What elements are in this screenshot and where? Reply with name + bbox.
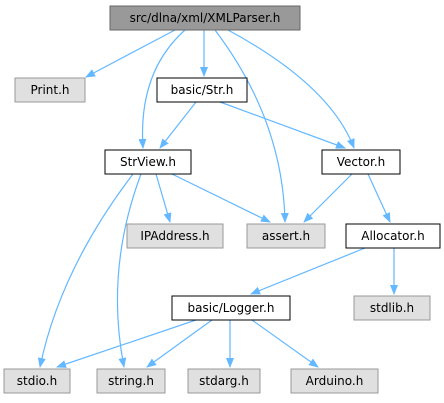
node-box-stdarg [187, 368, 261, 394]
node-label-print: Print.h [30, 83, 69, 97]
edge-logger-arduino [251, 319, 319, 368]
node-box-vector [321, 149, 401, 175]
node-box-allocator [345, 223, 441, 249]
node-label-ipaddress: IPAddress.h [140, 229, 209, 243]
node-box-print [14, 77, 86, 103]
node-print: Print.h [14, 77, 86, 103]
edge-vector-assert [303, 173, 353, 223]
edge-logger-string [146, 319, 213, 368]
edge-xmlparser-strview [138, 29, 186, 149]
node-arduino: Arduino.h [290, 368, 379, 394]
node-stdarg: stdarg.h [187, 368, 261, 394]
node-box-basicstr [156, 77, 248, 103]
node-label-basicstr: basic/Str.h [171, 83, 234, 97]
node-box-logger [171, 295, 291, 321]
node-logger[interactable]: basic/Logger.h [171, 295, 291, 321]
node-label-assert: assert.h [262, 229, 310, 243]
edge-logger-stdio [56, 319, 197, 368]
node-label-stdlib: stdlib.h [370, 301, 414, 315]
edge-xmlparser-vector [227, 29, 355, 149]
node-string: string.h [96, 368, 166, 394]
node-box-xmlparser [109, 5, 301, 31]
edge-strview-ipaddress [155, 173, 172, 223]
node-strview[interactable]: StrView.h [104, 149, 192, 175]
edge-strview-assert [171, 173, 271, 223]
node-label-allocator: Allocator.h [361, 229, 424, 243]
edge-xmlparser-print [85, 29, 176, 78]
node-label-vector: Vector.h [337, 155, 386, 169]
node-label-xmlparser: src/dlna/xml/XMLParser.h [130, 11, 281, 25]
node-label-string: string.h [108, 374, 154, 388]
node-box-ipaddress [126, 223, 224, 249]
node-ipaddress: IPAddress.h [126, 223, 224, 249]
node-box-string [96, 368, 166, 394]
node-xmlparser[interactable]: src/dlna/xml/XMLParser.h [109, 5, 301, 31]
edge-allocator-logger [250, 247, 366, 295]
node-box-stdio [3, 368, 71, 394]
edge-strview-string [116, 173, 142, 368]
node-label-strview: StrView.h [120, 155, 176, 169]
node-label-stdio: stdio.h [17, 374, 57, 388]
node-label-logger: basic/Logger.h [188, 301, 275, 315]
node-stdio: stdio.h [3, 368, 71, 394]
node-box-stdlib [353, 295, 431, 321]
edge-vector-allocator [367, 173, 391, 223]
edges-layer [37, 29, 398, 368]
node-box-assert [246, 223, 326, 249]
edge-strview-stdio [37, 173, 134, 368]
node-vector[interactable]: Vector.h [321, 149, 401, 175]
edge-basicstr-vector [219, 101, 346, 149]
node-allocator[interactable]: Allocator.h [345, 223, 441, 249]
edge-xmlparser-assert [214, 29, 289, 223]
node-stdlib: stdlib.h [353, 295, 431, 321]
node-label-arduino: Arduino.h [306, 374, 364, 388]
node-assert: assert.h [246, 223, 326, 249]
node-box-arduino [290, 368, 379, 394]
node-box-strview [104, 149, 192, 175]
node-label-stdarg: stdarg.h [199, 374, 249, 388]
edge-basicstr-strview [159, 101, 197, 149]
node-basicstr[interactable]: basic/Str.h [156, 77, 248, 103]
